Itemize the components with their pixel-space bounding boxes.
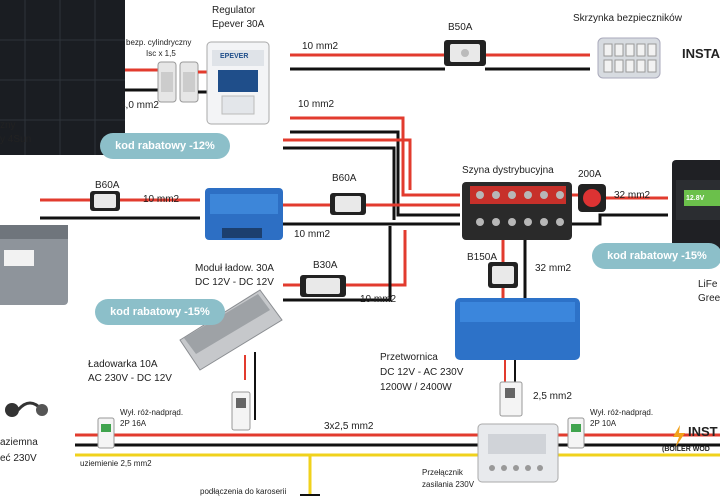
cable-4mm: 4,0 mm2 bbox=[120, 100, 159, 111]
grounding-label: uziemienie 2,5 mm2 bbox=[80, 459, 152, 468]
fuse-b30a-label: B30A bbox=[313, 260, 338, 271]
fuse-b150a-label: B150A bbox=[467, 252, 498, 263]
cable-32mm-right: 32 mm2 bbox=[614, 190, 651, 201]
rcbo-left-line1: Wył. róż-nadprąd. bbox=[120, 408, 184, 417]
cable-2-5mm: 2,5 mm2 bbox=[533, 391, 572, 402]
inverter-device bbox=[455, 298, 580, 360]
cable-10mm-top: 10 mm2 bbox=[302, 41, 339, 52]
fuse-cyl-line1: bezp. cylindryczny bbox=[126, 38, 192, 47]
inverter-line2: DC 12V - AC 230V bbox=[380, 367, 464, 378]
fuse-b60a-mid-label: B60A bbox=[332, 173, 357, 184]
fuse-b50a bbox=[444, 40, 486, 66]
promo-regulator[interactable]: kod rabatowy -12% bbox=[100, 133, 230, 159]
shore-line2: eć 230V bbox=[0, 453, 37, 464]
installation-bottom-line1: INST bbox=[688, 424, 718, 439]
chassis-label: podłączenia do karoserii bbox=[200, 487, 287, 496]
fuse-b50a-label: B50A bbox=[448, 22, 473, 33]
fuse-b60a-left-label: B60A bbox=[95, 180, 120, 191]
rcbo-right bbox=[567, 417, 585, 449]
panel-line1: zny bbox=[0, 120, 16, 131]
regulator-device bbox=[206, 41, 270, 125]
inverter-line1: Przetwornica bbox=[380, 352, 438, 363]
transfer-switch bbox=[477, 423, 559, 483]
fuse-cyl-line2: Isc x 1,5 bbox=[146, 49, 176, 58]
busbar-title: Szyna dystrybucyjna bbox=[462, 165, 554, 176]
cable-10mm-reg: 10 mm2 bbox=[298, 99, 335, 110]
switch-line1: Przełącznik bbox=[422, 468, 463, 477]
fuse-200a-label: 200A bbox=[578, 169, 602, 180]
cable-10mm-b30: 10 mm2 bbox=[360, 294, 397, 305]
cable-32mm-down: 32 mm2 bbox=[535, 263, 572, 274]
fuse-b30a bbox=[300, 275, 346, 297]
switch-line2: zasilania 230V bbox=[422, 480, 475, 489]
battery-line1: LiFe bbox=[698, 279, 718, 290]
mcb-inverter bbox=[499, 381, 523, 417]
fuse-b60a-mid bbox=[330, 193, 366, 215]
rcbo-left-line2: 2P 16A bbox=[120, 419, 147, 428]
distribution-busbar bbox=[462, 182, 572, 240]
installation-top-label: INSTA bbox=[682, 46, 720, 61]
shore-line1: aziemna bbox=[0, 437, 38, 448]
inverter-line3: 1200W / 2400W bbox=[380, 382, 452, 393]
shore-plug bbox=[5, 401, 48, 417]
dcdc-line1: Moduł ładow. 30A bbox=[195, 263, 274, 274]
regulator-title: Regulator bbox=[212, 5, 256, 16]
charger-line1: Ładowarka 10A bbox=[88, 359, 158, 370]
promo-charger[interactable]: kod rabatowy -15% bbox=[95, 299, 225, 325]
battery-badge: 12.8V bbox=[686, 195, 705, 202]
cable-10mm-left: 10 mm2 bbox=[143, 194, 180, 205]
left-battery bbox=[0, 225, 68, 305]
cable-3x2-5: 3x2,5 mm2 bbox=[324, 421, 374, 432]
fuse-box bbox=[597, 37, 661, 79]
rcbo-left bbox=[97, 417, 115, 449]
fuse-b60a-left bbox=[90, 191, 120, 211]
rcbo-right-line1: Wył. róż-nadprąd. bbox=[590, 408, 654, 417]
promo-battery[interactable]: kod rabatowy -15% bbox=[592, 243, 720, 269]
installation-bottom-line2: (BOILER WOD bbox=[662, 446, 710, 453]
panel-line2: y 4Sun bbox=[0, 134, 32, 145]
rcbo-right-line2: 2P 10A bbox=[590, 419, 617, 428]
cylindrical-fuse bbox=[157, 61, 199, 103]
dcdc-charger bbox=[205, 188, 283, 240]
battery-line2: Gree bbox=[698, 293, 720, 304]
cable-10mm-dcdc: 10 mm2 bbox=[294, 229, 331, 240]
fuse-box-title: Skrzynka bezpieczników bbox=[573, 13, 682, 24]
dcdc-line2: DC 12V - DC 12V bbox=[195, 277, 274, 288]
lifepo-battery bbox=[672, 160, 720, 260]
ac-charger bbox=[179, 289, 283, 371]
fuse-200a bbox=[578, 184, 606, 212]
lightning-icon bbox=[673, 425, 685, 448]
fuse-b150a bbox=[488, 262, 518, 288]
charger-line2: AC 230V - DC 12V bbox=[88, 373, 172, 384]
regulator-brand: EPEVER bbox=[220, 53, 249, 60]
regulator-model: Epever 30A bbox=[212, 19, 265, 30]
mcb-charger bbox=[231, 391, 251, 431]
solar-panel bbox=[0, 0, 125, 155]
